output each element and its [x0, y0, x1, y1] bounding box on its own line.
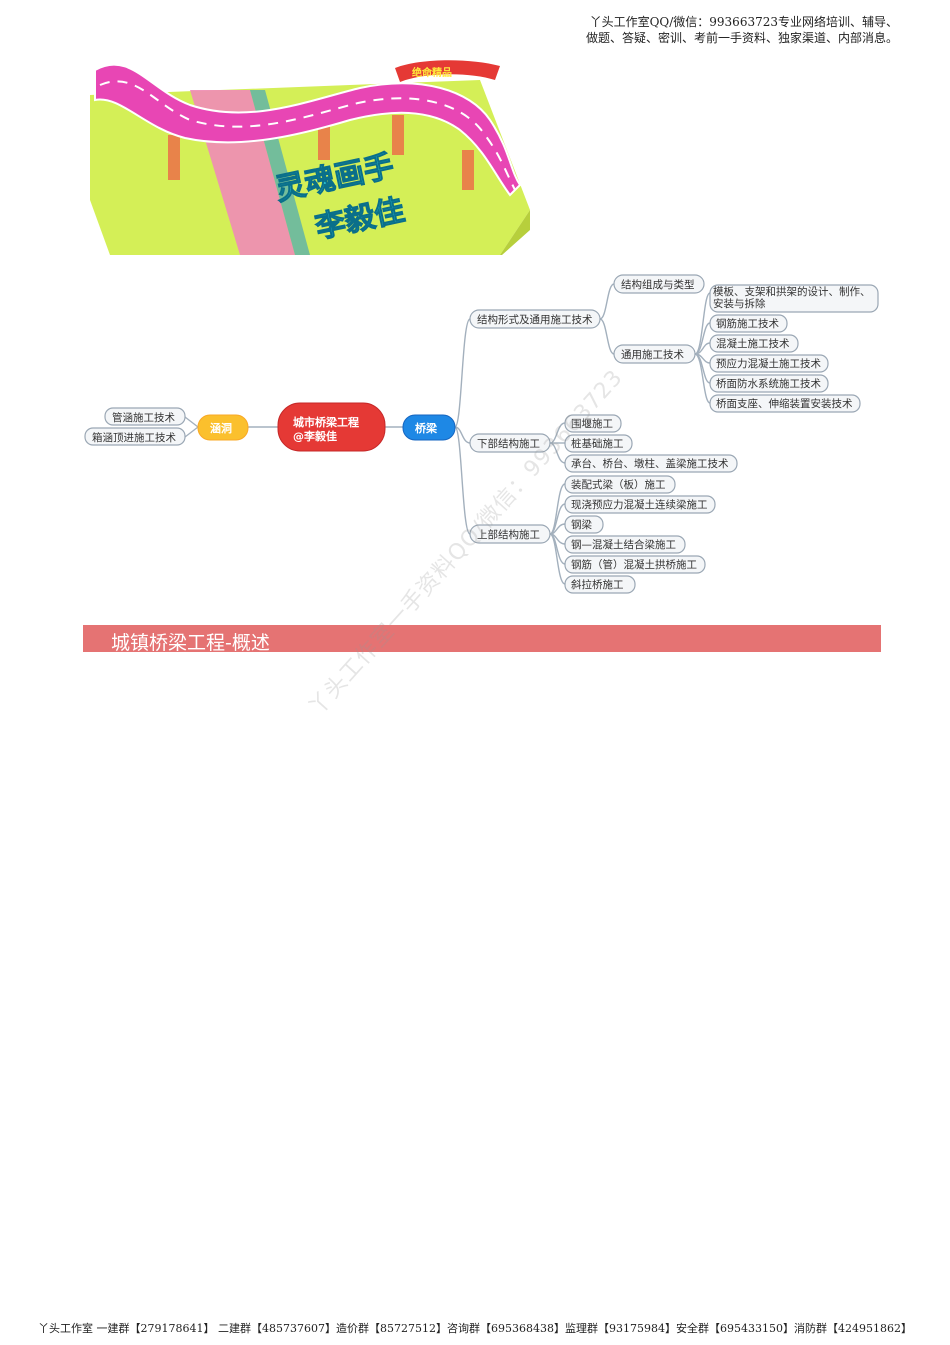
leaf-label: 承台、桥台、墩柱、盖梁施工技术 — [571, 457, 729, 470]
group-label: 结构形式及通用施工技术 — [477, 313, 593, 326]
center-node[interactable]: 城市桥梁工程 @李毅佳 — [277, 402, 386, 452]
subgroup-node[interactable]: 通用施工技术 — [613, 344, 696, 364]
pillar — [168, 135, 180, 180]
left-branch-node[interactable]: 涵洞 — [197, 414, 249, 441]
lane-marking — [99, 80, 516, 191]
leaf-node[interactable]: 预应力混凝土施工技术 — [709, 354, 829, 373]
group-node[interactable]: 下部结构施工 — [469, 433, 551, 453]
header-note-line2: 做题、答疑、密训、考前一手资料、独家渠道、内部消息。 — [585, 31, 898, 45]
left-leaf-label: 箱涵顶进施工技术 — [92, 431, 176, 444]
group-label: 上部结构施工 — [477, 528, 540, 541]
header-note-line1: 丫头工作室QQ/微信：993663723专业网络培训、辅导、 — [589, 15, 898, 29]
group-node[interactable]: 结构形式及通用施工技术 — [469, 309, 601, 329]
leaf-label: 钢—混凝土结合梁施工 — [571, 538, 676, 551]
leaf-node[interactable]: 现浇预应力混凝土连续梁施工 — [564, 495, 716, 514]
banner-text: 绝命精品 — [412, 66, 452, 79]
leaf-node[interactable]: 模板、支架和拱架的设计、制作、安装与拆除 — [709, 284, 879, 313]
leaf-label: 装配式梁（板）施工 — [571, 478, 666, 491]
leaf-node[interactable]: 围堰施工 — [564, 414, 622, 433]
group-label: 下部结构施工 — [477, 437, 540, 450]
section-title: 城镇桥梁工程-概述 — [111, 632, 270, 654]
center-label: 城市桥梁工程 — [293, 415, 359, 429]
leaf-node[interactable]: 桩基础施工 — [564, 434, 633, 453]
left-leaf-label: 管涵施工技术 — [112, 411, 175, 424]
pillar — [462, 150, 474, 190]
leaf-node[interactable]: 混凝土施工技术 — [709, 334, 799, 353]
leaf-label: 围堰施工 — [571, 417, 613, 430]
leaf-node[interactable]: 钢筋施工技术 — [709, 314, 788, 333]
connectors — [184, 283, 711, 585]
left-leaf-node[interactable]: 箱涵顶进施工技术 — [84, 427, 186, 446]
leaf-node[interactable]: 斜拉桥施工 — [564, 575, 636, 594]
leaf-label: 斜拉桥施工 — [571, 578, 624, 591]
section-header-bar: 城镇桥梁工程-概述 — [83, 625, 881, 654]
header-note: 丫头工作室QQ/微信：993663723专业网络培训、辅导、 做题、答疑、密训、… — [586, 14, 898, 46]
subgroup-label: 通用施工技术 — [621, 348, 684, 361]
leaf-label: 钢筋（管）混凝土拱桥施工 — [571, 558, 697, 571]
group-node[interactable]: 上部结构施工 — [469, 524, 551, 544]
leaf-node[interactable]: 钢梁 — [564, 515, 604, 534]
subgroup-label: 结构组成与类型 — [621, 278, 695, 291]
leaf-label: 混凝土施工技术 — [716, 337, 790, 350]
leaf-node[interactable]: 桥面防水系统施工技术 — [709, 374, 829, 393]
leaf-node[interactable]: 装配式梁（板）施工 — [564, 475, 676, 494]
leaf-label: 现浇预应力混凝土连续梁施工 — [571, 498, 708, 511]
hero-illustration: 绝命精品 灵魂画手 李毅佳 — [90, 60, 530, 255]
leaf-node[interactable]: 承台、桥台、墩柱、盖梁施工技术 — [564, 454, 738, 473]
center-sublabel: @李毅佳 — [293, 429, 337, 443]
mind-map: 管涵施工技术 箱涵顶进施工技术 涵洞 城市桥梁工程 @李毅佳 桥梁 结构形式及通… — [84, 274, 879, 594]
left-branch-label: 涵洞 — [210, 421, 232, 435]
leaf-label: 预应力混凝土施工技术 — [716, 357, 821, 370]
right-branch-node[interactable]: 桥梁 — [402, 414, 456, 441]
leaf-label: 桥面支座、伸缩装置安装技术 — [716, 397, 853, 410]
banner-shape — [395, 60, 500, 82]
leaf-label: 桩基础施工 — [571, 437, 624, 450]
footer-note: 丫头工作室 一建群【279178641】 二建群【485737607】造价群【8… — [38, 1322, 912, 1335]
leaf-label: 钢筋施工技术 — [716, 317, 779, 330]
leaf-node[interactable]: 钢筋（管）混凝土拱桥施工 — [564, 555, 706, 574]
right-branch-label: 桥梁 — [415, 421, 438, 435]
leaf-label: 钢梁 — [571, 518, 592, 531]
leaf-label: 模板、支架和拱架的设计、制作、安装与拆除 — [713, 286, 871, 310]
overpass-road — [94, 63, 522, 197]
leaf-node[interactable]: 桥面支座、伸缩装置安装技术 — [709, 394, 861, 413]
leaf-label: 桥面防水系统施工技术 — [716, 377, 821, 390]
pillar — [392, 115, 404, 155]
leaf-node[interactable]: 钢—混凝土结合梁施工 — [564, 535, 686, 554]
pillar — [318, 120, 330, 160]
left-leaf-node[interactable]: 管涵施工技术 — [104, 407, 186, 426]
subgroup-node[interactable]: 结构组成与类型 — [613, 274, 705, 294]
